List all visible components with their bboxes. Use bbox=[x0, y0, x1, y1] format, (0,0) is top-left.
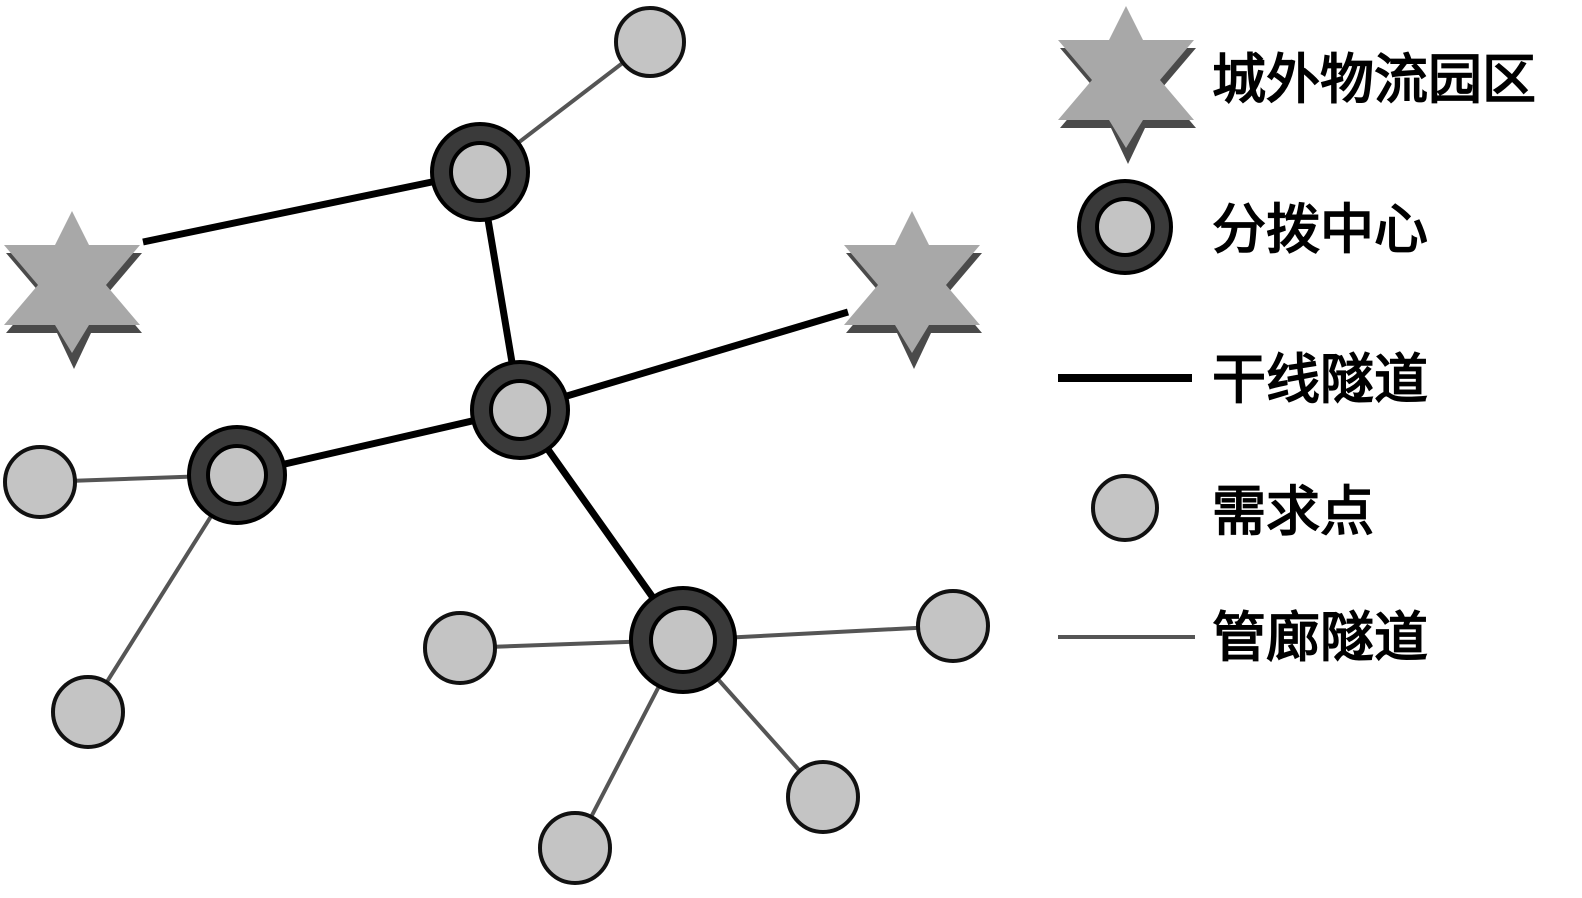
six-point-star-icon bbox=[1058, 6, 1194, 148]
legend-star bbox=[1058, 6, 1196, 164]
trunk-link bbox=[518, 308, 850, 414]
legend-label-trunk-tunnel: 干线隧道 bbox=[1212, 347, 1428, 411]
trunk-link bbox=[142, 168, 481, 246]
legend-label-logistics-park: 城外物流园区 bbox=[1212, 47, 1536, 111]
logistics-park-star bbox=[4, 211, 142, 369]
legend-label-demand-point: 需求点 bbox=[1212, 479, 1374, 543]
hub-core bbox=[206, 444, 268, 506]
demand-point bbox=[51, 675, 125, 749]
demand-point bbox=[614, 6, 686, 78]
six-point-star-icon bbox=[844, 211, 980, 353]
legend-item-gallery-tunnel: 管廊隧道 bbox=[1058, 605, 1428, 669]
legend-item-logistics-park: 城外物流园区 bbox=[1058, 6, 1536, 164]
distribution-center bbox=[187, 425, 287, 525]
demand-point bbox=[916, 589, 990, 663]
distribution-center bbox=[430, 122, 530, 222]
demand-point bbox=[786, 760, 860, 834]
demand-points bbox=[3, 6, 990, 885]
ring-circle-core bbox=[1095, 197, 1155, 257]
hub-core bbox=[449, 141, 511, 203]
distribution-center bbox=[629, 586, 737, 694]
hub-core bbox=[489, 379, 551, 441]
legend: 城外物流园区 分拨中心 干线隧道 需求点 管廊隧道 bbox=[1058, 6, 1536, 669]
demand-point bbox=[538, 811, 612, 885]
six-point-star-icon bbox=[4, 211, 140, 353]
hub-core bbox=[649, 606, 717, 674]
legend-item-distribution-center: 分拨中心 bbox=[1077, 179, 1428, 275]
distribution-center bbox=[470, 360, 570, 460]
legend-item-trunk-tunnel: 干线隧道 bbox=[1058, 347, 1428, 411]
legend-label-distribution-center: 分拨中心 bbox=[1212, 197, 1428, 261]
filled-circle-icon bbox=[1091, 474, 1159, 542]
legend-label-gallery-tunnel: 管廊隧道 bbox=[1212, 605, 1428, 669]
legend-item-demand-point: 需求点 bbox=[1091, 474, 1374, 543]
logistics-park-star bbox=[844, 211, 982, 369]
demand-point bbox=[3, 445, 77, 519]
demand-point bbox=[423, 611, 497, 685]
